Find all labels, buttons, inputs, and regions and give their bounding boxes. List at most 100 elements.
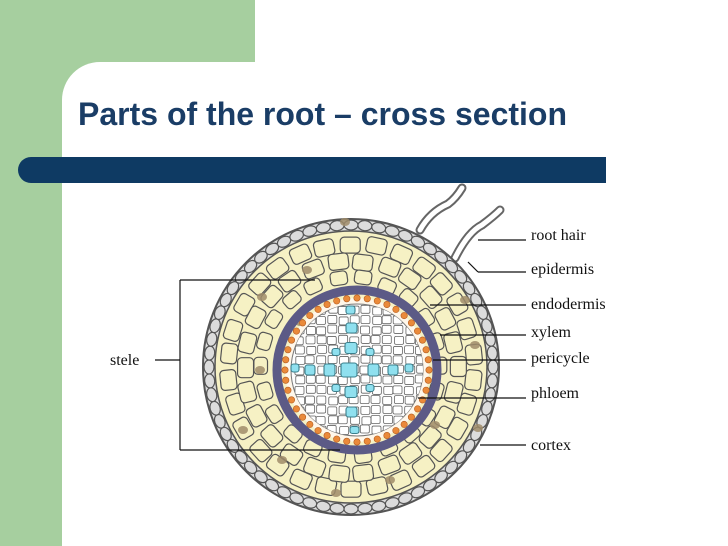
starch-grain xyxy=(460,296,470,304)
pericycle-cell xyxy=(343,437,351,445)
phloem-cell xyxy=(360,405,371,415)
pericycle-cell xyxy=(383,431,391,439)
xylem-vessel xyxy=(365,383,375,393)
xylem-cells xyxy=(290,305,414,435)
pericycle-cell xyxy=(422,346,430,354)
pericycle-cell xyxy=(292,405,300,413)
pericycle-cell xyxy=(282,376,290,384)
phloem-cell xyxy=(360,325,370,335)
xylem-vessel xyxy=(345,322,358,334)
pericycle-cell xyxy=(333,435,341,443)
xylem-vessel xyxy=(365,347,375,357)
phloem-cell xyxy=(382,375,393,385)
phloem-cell xyxy=(295,375,306,385)
phloem-cell xyxy=(393,325,404,334)
phloem-cell xyxy=(370,335,381,345)
xylem-vessel xyxy=(404,363,414,373)
phloem-cell xyxy=(394,395,404,405)
phloem-cell xyxy=(304,355,315,365)
cortex-cell xyxy=(433,405,456,430)
epidermis-cell xyxy=(487,359,499,375)
phloem-cell xyxy=(315,416,326,425)
starch-grain xyxy=(331,489,341,497)
starch-grain xyxy=(302,266,312,274)
phloem-cell xyxy=(294,386,305,395)
cortex-cell xyxy=(282,290,302,310)
phloem-cell xyxy=(316,316,326,325)
phloem-cell xyxy=(338,334,349,344)
phloem-cell xyxy=(327,324,338,334)
pericycle-cell xyxy=(343,295,351,303)
pericycle-cell xyxy=(424,376,432,384)
pericycle-cell xyxy=(292,327,300,335)
phloem-cell xyxy=(337,415,348,425)
phloem-cell xyxy=(327,315,338,324)
cortex-cells xyxy=(203,219,499,515)
phloem-cell xyxy=(360,374,371,384)
cortex-cell xyxy=(314,476,338,497)
pericycle-cell xyxy=(424,356,432,364)
phloem-cell xyxy=(359,395,370,405)
cortex-cell xyxy=(412,256,436,280)
cortex-cell xyxy=(398,442,423,465)
phloem-cell xyxy=(305,384,316,394)
xylem-vessel xyxy=(367,363,380,377)
phloem-cell xyxy=(381,315,392,325)
cortex-cell xyxy=(352,463,375,483)
phloem-cell xyxy=(404,376,415,385)
phloem-cell xyxy=(305,335,316,345)
xylem-vessel xyxy=(340,362,358,378)
phloem-cell xyxy=(370,395,381,404)
phloem-cell xyxy=(315,374,326,384)
pericycle-cell xyxy=(353,294,361,302)
cortex-cell xyxy=(237,380,258,404)
cortex-cell xyxy=(222,318,244,342)
cortex-cell xyxy=(260,424,284,448)
phloem-cell xyxy=(371,326,382,336)
phloem-cell xyxy=(305,374,316,384)
cortex-cell xyxy=(312,238,336,258)
cortex-cell xyxy=(236,357,255,379)
pericycle-dots xyxy=(281,294,433,446)
pericycle-cell xyxy=(422,386,430,394)
pericycle-cell xyxy=(314,305,322,313)
pericycle-cell xyxy=(284,386,292,394)
phloem-cell xyxy=(392,385,403,395)
starch-grain xyxy=(385,476,395,484)
xylem-vessel xyxy=(345,406,358,418)
cortex-cell xyxy=(248,272,272,296)
xylem-vessel xyxy=(349,425,360,435)
label-stele: stele xyxy=(110,352,139,369)
phloem-cell xyxy=(393,375,404,384)
pericycle-cell xyxy=(383,301,391,309)
starch-grain xyxy=(255,366,265,374)
cortex-cell xyxy=(244,305,267,330)
cortex-cell xyxy=(260,284,284,309)
phloem-cell xyxy=(382,396,393,405)
xylem-vessel xyxy=(387,364,399,376)
phloem-cell xyxy=(404,395,415,405)
pericycle-cell xyxy=(281,366,289,374)
pericycle-cell xyxy=(284,346,292,354)
starch-grain xyxy=(473,424,483,432)
cortex-cell xyxy=(329,270,349,287)
phloem-cell xyxy=(316,326,327,336)
xylem-vessel xyxy=(304,364,316,376)
pericycle-cell xyxy=(400,420,408,428)
phloem-cell xyxy=(372,316,383,325)
phloem-cell xyxy=(326,336,337,345)
phloem-cell xyxy=(381,345,392,355)
pericycle-cell xyxy=(306,420,314,428)
phloem-cell xyxy=(327,406,338,416)
pericycle-cell xyxy=(407,413,415,421)
pericycle-cell xyxy=(414,405,422,413)
pericycle-cell xyxy=(392,305,400,313)
phloem-cell xyxy=(338,316,349,326)
endodermis-ring xyxy=(272,285,442,455)
cortex-cell xyxy=(256,381,274,401)
xylem-vessel xyxy=(331,347,341,357)
phloem-cell xyxy=(392,355,403,365)
phloem-cell xyxy=(394,335,404,345)
phloem-cell xyxy=(328,396,339,406)
